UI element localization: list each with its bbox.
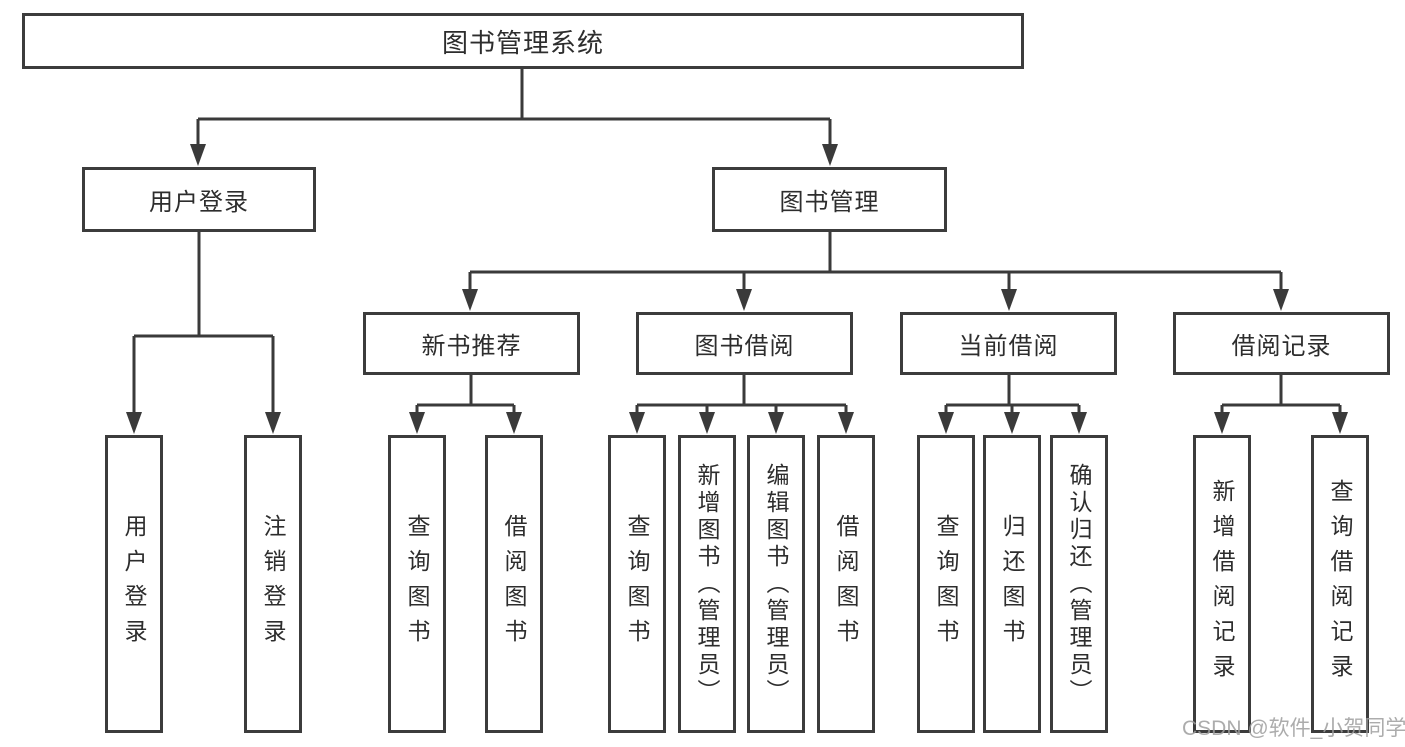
node-query-books: 查询图书 (608, 435, 666, 733)
node-label: 图书管理 (779, 189, 880, 216)
node-new-book-recommend: 新书推荐 (363, 312, 580, 375)
node-user-login-action: 用户登录 (105, 435, 163, 733)
edge-book-management-to-level2 (462, 231, 1289, 311)
node-label: 查询图书 (404, 514, 430, 654)
node-label: 借阅记录 (1231, 333, 1332, 360)
node-label: 图书借阅 (694, 333, 795, 360)
edge-book-borrow-group (629, 375, 854, 434)
node-label: 新书推荐 (421, 333, 522, 360)
node-query-borrow-record: 查询借阅记录 (1311, 435, 1369, 733)
edge-borrow-records-group (1214, 375, 1348, 434)
node-label: 查询借阅记录 (1327, 479, 1353, 689)
node-current-borrow: 当前借阅 (900, 312, 1117, 375)
node-logout: 注销登录 (244, 435, 302, 733)
node-borrow-books: 借阅图书 (817, 435, 875, 733)
node-label: 借阅图书 (833, 514, 859, 654)
node-label: 用户登录 (121, 514, 147, 654)
node-label: 当前借阅 (958, 333, 1059, 360)
node-label: 注销登录 (260, 514, 286, 654)
node-label: 归还图书 (999, 514, 1025, 654)
node-query-books: 查询图书 (917, 435, 975, 733)
node-borrow-records: 借阅记录 (1173, 312, 1390, 375)
node-edit-books-admin: 编辑图书（管理员） (747, 435, 805, 733)
edge-current-borrow-group (938, 375, 1087, 434)
node-add-borrow-record: 新增借阅记录 (1193, 435, 1251, 733)
node-add-books-admin: 新增图书（管理员） (678, 435, 736, 733)
node-query-books: 查询图书 (388, 435, 446, 733)
edge-new-book-recommend-group (409, 375, 522, 434)
node-label: 借阅图书 (501, 514, 527, 654)
node-label: 新增借阅记录 (1209, 479, 1235, 689)
node-label: 确认归还（管理员） (1066, 462, 1092, 706)
node-user-login: 用户登录 (82, 167, 316, 232)
node-label: 查询图书 (933, 514, 959, 654)
edge-user-login-group (126, 232, 281, 434)
node-borrow-books: 借阅图书 (485, 435, 543, 733)
node-confirm-return-admin: 确认归还（管理员） (1050, 435, 1108, 733)
node-library-management-system: 图书管理系统 (22, 13, 1024, 69)
node-label: 新增图书（管理员） (694, 462, 720, 706)
node-label: 编辑图书（管理员） (763, 462, 789, 706)
edge-root-to-level1 (190, 67, 838, 166)
node-label: 用户登录 (149, 189, 249, 216)
node-book-management: 图书管理 (712, 167, 947, 232)
csdn-watermark: CSDN @软件_小贺同学 (1182, 717, 1405, 740)
node-book-borrow: 图书借阅 (636, 312, 853, 375)
node-label: 图书管理系统 (441, 27, 604, 58)
node-return-books: 归还图书 (983, 435, 1041, 733)
node-label: 查询图书 (624, 514, 650, 654)
